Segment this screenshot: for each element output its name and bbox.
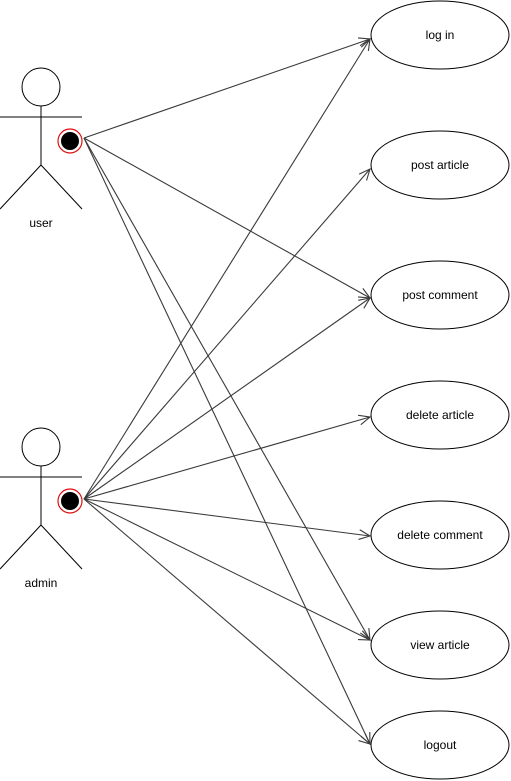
actor-head — [21, 67, 61, 107]
use-case-label: logout — [424, 738, 457, 752]
association-user-view-article[interactable] — [83, 137, 371, 642]
association-user-logout[interactable] — [83, 137, 371, 746]
arrowhead — [358, 297, 372, 309]
use-case-ellipse — [370, 0, 510, 70]
arrowhead — [357, 630, 372, 641]
actor-admin-label: admin — [25, 576, 58, 590]
association-line — [83, 498, 371, 745]
association-line — [83, 137, 371, 641]
arrowhead — [358, 414, 372, 426]
association-line — [83, 416, 371, 500]
actor-user-label: user — [29, 216, 52, 230]
actor-admin[interactable]: admin — [0, 427, 83, 590]
arrowhead — [358, 529, 372, 540]
association-line — [83, 38, 371, 500]
use-case-label: view article — [410, 638, 470, 652]
use-case-logout[interactable]: logout — [370, 710, 510, 780]
association-line — [83, 38, 371, 139]
use-case-post-comment[interactable]: post comment — [370, 260, 510, 330]
association-admin-logout[interactable] — [83, 498, 372, 745]
association-admin-post-comment[interactable] — [83, 297, 372, 500]
association-line — [83, 137, 371, 299]
association-line — [83, 137, 371, 745]
actor-right-leg — [40, 524, 83, 570]
use-case-ellipse — [370, 260, 510, 330]
arrowhead — [358, 732, 372, 745]
association-line — [83, 498, 371, 641]
associations-layer — [83, 37, 372, 746]
actor-left-leg — [0, 164, 42, 210]
association-admin-login[interactable] — [83, 37, 371, 500]
association-admin-post-article[interactable] — [83, 167, 371, 500]
use-case-ellipse — [370, 610, 510, 680]
use-case-label: post comment — [402, 288, 478, 302]
arrowhead — [359, 37, 371, 51]
use-case-ellipse — [370, 130, 510, 200]
actor-left-leg — [0, 524, 42, 570]
actor-admin-endpoint[interactable] — [57, 488, 83, 514]
actor-user-endpoint[interactable] — [57, 128, 83, 154]
use-case-login[interactable]: log in — [370, 0, 510, 70]
endpoint-dot — [61, 492, 79, 510]
use-case-post-article[interactable]: post article — [370, 130, 510, 200]
use-case-ellipse — [370, 500, 510, 570]
actor-user[interactable]: user — [0, 67, 83, 230]
association-admin-view-article[interactable] — [83, 498, 372, 641]
association-admin-delete-article[interactable] — [83, 414, 372, 500]
association-line — [83, 498, 371, 537]
use-case-label: post article — [411, 158, 469, 172]
association-line — [83, 168, 371, 500]
use-case-delete-comment[interactable]: delete comment — [370, 500, 510, 570]
use-case-view-article[interactable]: view article — [370, 610, 510, 680]
use-case-label: log in — [426, 28, 455, 42]
actor-right-leg — [40, 164, 83, 210]
association-admin-delete-comment[interactable] — [83, 498, 372, 540]
use-case-delete-article[interactable]: delete article — [370, 380, 510, 450]
arrowhead — [358, 167, 371, 181]
endpoint-dot — [61, 132, 79, 150]
association-line — [83, 297, 371, 500]
use-case-ellipse — [370, 710, 510, 780]
use-case-ellipse — [370, 380, 510, 450]
use-case-label: delete comment — [397, 528, 483, 542]
actor-head — [21, 427, 61, 467]
use-case-label: delete article — [406, 408, 474, 422]
association-user-login[interactable] — [83, 37, 372, 139]
